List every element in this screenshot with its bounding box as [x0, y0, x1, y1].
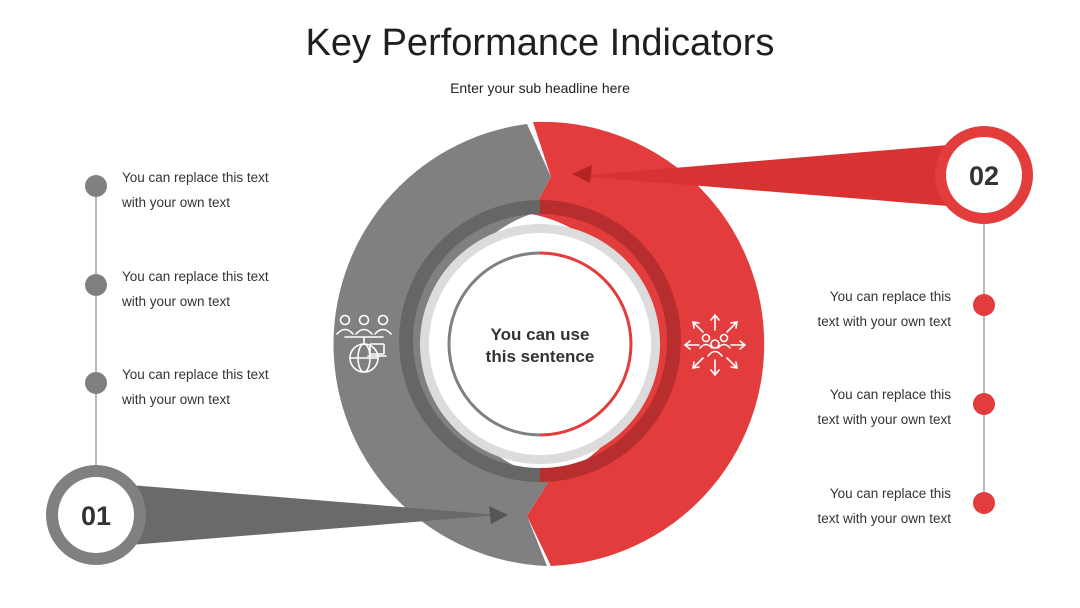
left-item-line2: with your own text — [122, 392, 231, 407]
team-globe-icon — [336, 314, 392, 373]
right-item-line2: text with your own text — [817, 314, 951, 329]
gray-inner-band — [399, 200, 541, 482]
center-text-line2: this sentence — [486, 347, 595, 366]
right-timeline-dot — [973, 492, 995, 514]
right-item-line2: text with your own text — [817, 511, 951, 526]
right-item-line1: You can replace this — [829, 289, 951, 304]
right-timeline-dot — [973, 294, 995, 316]
left-item-line2: with your own text — [122, 195, 231, 210]
badge-02-inner — [946, 137, 1022, 213]
page-subtitle: Enter your sub headline here — [450, 80, 630, 96]
badge-01-inner — [58, 477, 134, 553]
right-item-text: You can replace this text with your own … — [790, 481, 951, 531]
center-gray-arc — [447, 251, 541, 437]
badge-01-wedge — [130, 485, 500, 545]
left-timeline-dot — [85, 274, 107, 296]
left-timeline-dot — [85, 372, 107, 394]
arrow-01-head — [489, 506, 508, 524]
left-timeline-dot — [85, 175, 107, 197]
right-item-line2: text with your own text — [817, 412, 951, 427]
left-item-line2: with your own text — [122, 294, 231, 309]
badge-01-label: 01 — [81, 501, 111, 531]
right-item-line1: You can replace this — [829, 486, 951, 501]
right-timeline-dot — [973, 393, 995, 415]
left-item-text: You can replace this text with your own … — [122, 362, 292, 412]
badge-02-label: 02 — [969, 161, 999, 191]
left-item-text: You can replace this text with your own … — [122, 264, 292, 314]
left-item-line1: You can replace this text — [122, 367, 269, 382]
badge-02-wedge — [578, 145, 948, 206]
center-disc — [429, 233, 651, 455]
right-item-text: You can replace this text with your own … — [790, 382, 951, 432]
center-red-arc — [539, 251, 633, 437]
right-item-line1: You can replace this — [829, 387, 951, 402]
team-expand-icon — [683, 313, 747, 377]
page-title: Key Performance Indicators — [305, 22, 775, 64]
red-inner-band — [539, 200, 681, 482]
left-item-text: You can replace this text with your own … — [122, 165, 292, 215]
center-text-line1: You can use — [491, 325, 590, 344]
left-item-line1: You can replace this text — [122, 170, 269, 185]
arrow-02-head — [572, 165, 592, 183]
right-item-text: You can replace this text with your own … — [790, 284, 951, 334]
left-item-line1: You can replace this text — [122, 269, 269, 284]
